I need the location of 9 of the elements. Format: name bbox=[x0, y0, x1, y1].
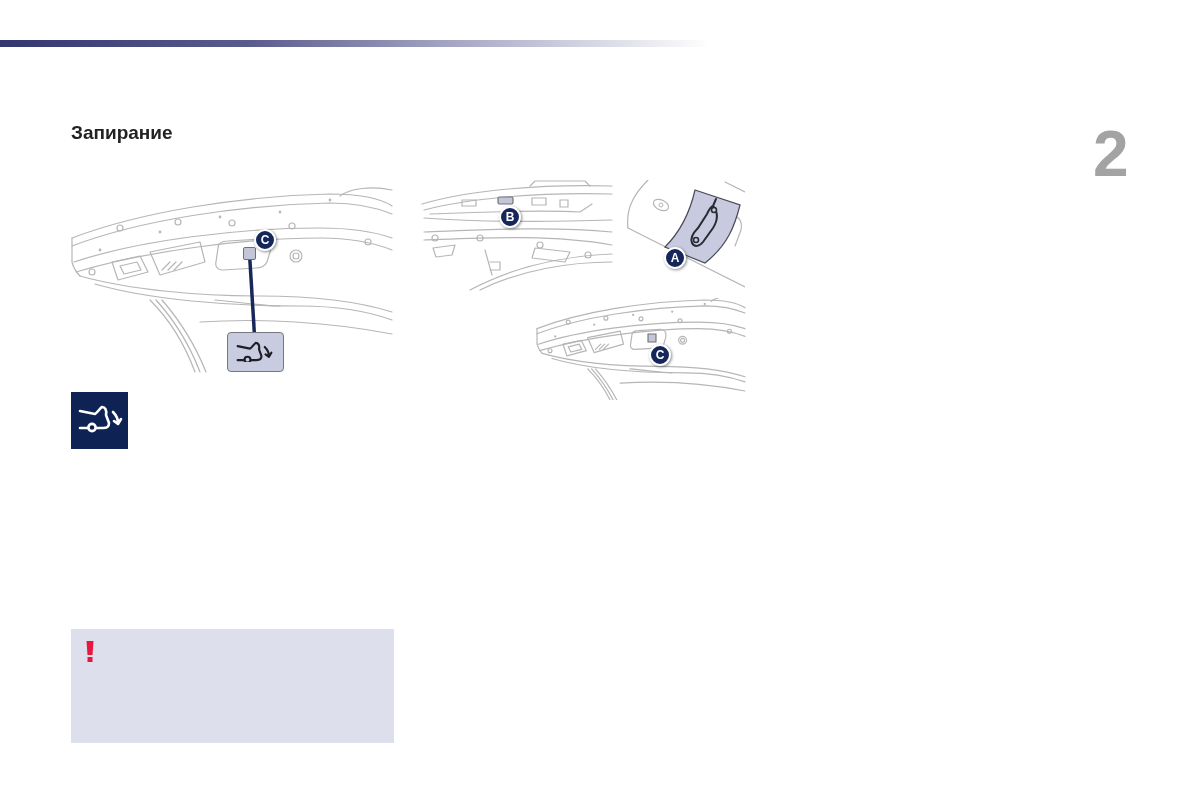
chapter-number: 2 bbox=[1093, 122, 1129, 186]
tailgate-switch bbox=[243, 247, 256, 260]
page-title: Запирание bbox=[71, 122, 173, 144]
leader-line bbox=[248, 259, 257, 333]
callout-letter: C bbox=[649, 344, 671, 366]
callout-letter: B bbox=[499, 206, 521, 228]
switch-inset bbox=[227, 332, 284, 372]
callout-letter: A bbox=[664, 247, 686, 269]
callout-letter: C bbox=[254, 229, 276, 251]
